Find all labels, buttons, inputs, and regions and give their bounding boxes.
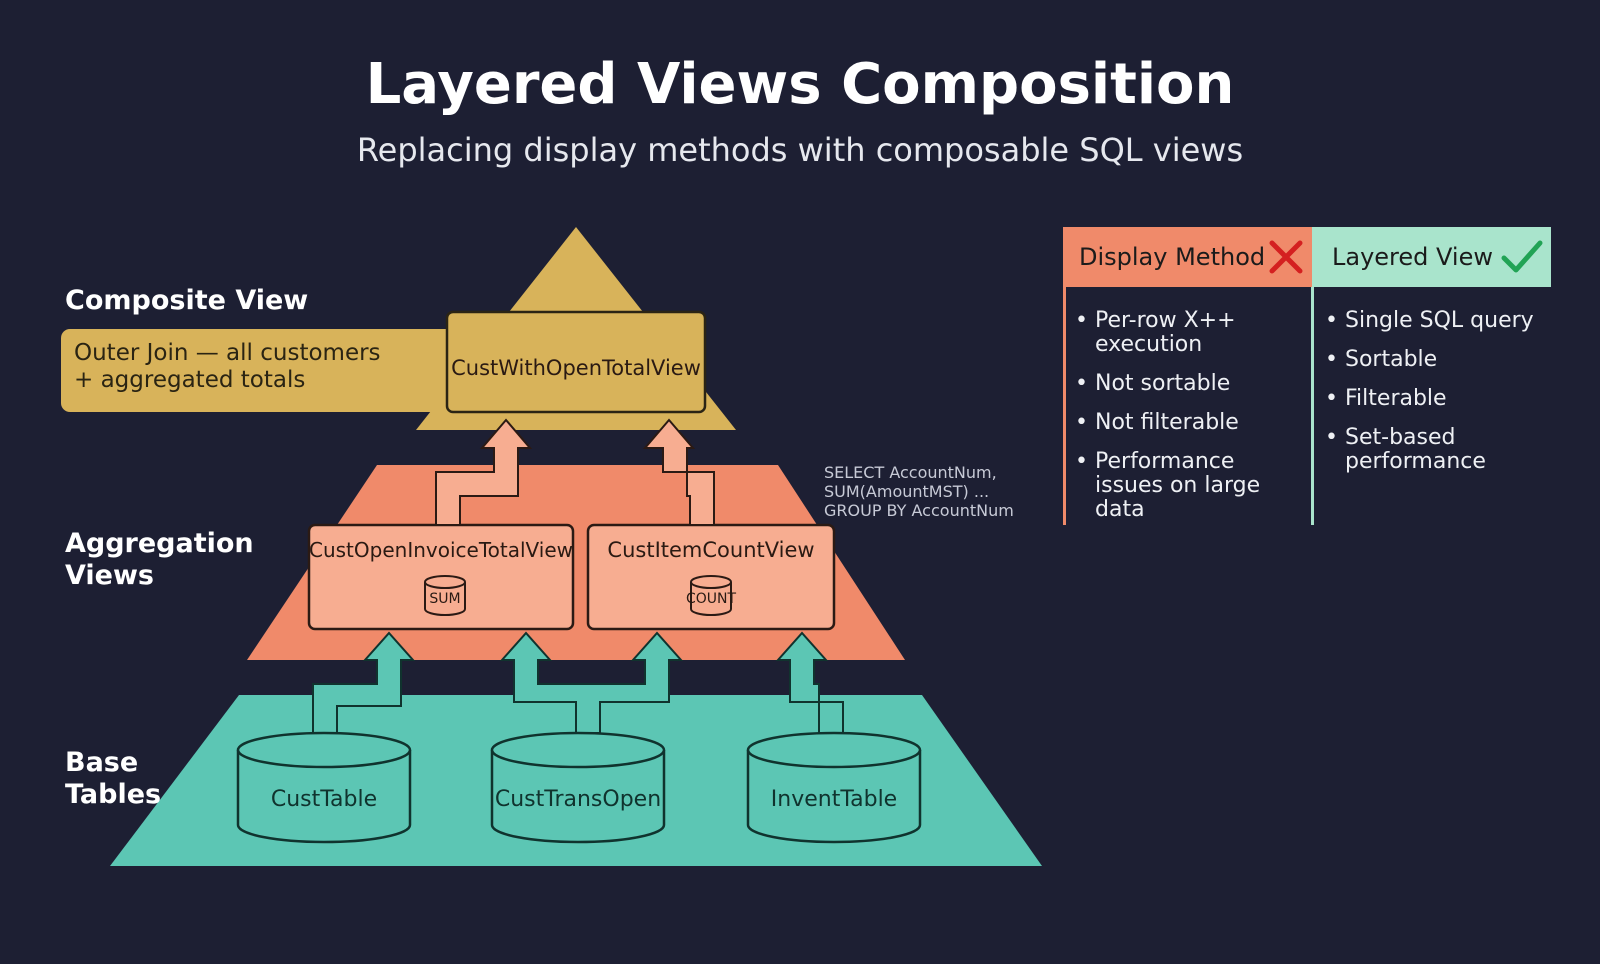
list-item: Single SQL query xyxy=(1325,309,1545,334)
level-label-aggregation: Aggregation Views xyxy=(65,528,254,592)
aggregation-view-label: CustItemCountView xyxy=(607,538,815,562)
composite-view-box xyxy=(445,310,707,414)
list-item: Not sortable xyxy=(1075,372,1300,397)
level-label-line: Views xyxy=(65,560,155,591)
flow-arrow xyxy=(312,631,844,734)
aggregate-function-label: COUNT xyxy=(685,591,737,607)
cross-icon xyxy=(1269,240,1303,274)
display-method-list: Per-row X++ execution Not sortable Not f… xyxy=(1075,309,1300,537)
layered-view-list: Single SQL query Sortable Filterable Set… xyxy=(1325,309,1545,489)
list-item: Performance issues on large data xyxy=(1075,450,1300,522)
layered-view-heading: Layered View xyxy=(1332,243,1493,271)
flow-arrow xyxy=(435,418,715,526)
display-method-heading: Display Method xyxy=(1079,243,1266,271)
display-method-header: Display Method xyxy=(1063,227,1312,287)
aggregation-view-label: CustOpenInvoiceTotalView xyxy=(309,538,573,562)
level-label-line: Aggregation xyxy=(65,528,254,559)
database-icon xyxy=(690,575,732,616)
composite-view-label: CustWithOpenTotalView xyxy=(451,356,701,380)
level-label-line: Base xyxy=(65,747,139,778)
column-rule xyxy=(1063,287,1066,525)
column-rule xyxy=(1311,287,1314,525)
database-icon xyxy=(490,731,666,844)
sql-line: SELECT AccountNum, xyxy=(824,463,997,482)
sql-snippet: SELECT AccountNum, SUM(AmountMST) ... GR… xyxy=(824,463,1014,520)
list-item: Sortable xyxy=(1325,348,1545,373)
layered-view-header: Layered View xyxy=(1312,227,1551,287)
note-line: + aggregated totals xyxy=(74,367,306,393)
check-icon xyxy=(1501,240,1543,273)
note-line: Outer Join — all customers xyxy=(74,340,381,366)
base-table-label: InventTable xyxy=(770,787,898,812)
composite-note-banner xyxy=(61,329,461,412)
aggregate-function-label: SUM xyxy=(429,591,461,607)
page-subtitle: Replacing display methods with composabl… xyxy=(356,131,1244,169)
database-icon xyxy=(746,731,922,844)
list-item: Filterable xyxy=(1325,387,1545,412)
page-title: Layered Views Composition xyxy=(365,52,1235,117)
base-table-label: CustTransOpen xyxy=(494,787,662,812)
level-label-base: Base Tables xyxy=(65,747,161,811)
sql-line: GROUP BY AccountNum xyxy=(824,501,1014,520)
sql-line: SUM(AmountMST) ... xyxy=(824,482,990,501)
list-item: Per-row X++ execution xyxy=(1075,309,1300,357)
level-label-composite: Composite View xyxy=(65,285,309,316)
list-item: Not filterable xyxy=(1075,411,1300,436)
list-item: Set-based performance xyxy=(1325,426,1545,474)
level-label-line: Tables xyxy=(65,779,162,810)
composite-note: Outer Join — all customers + aggregated … xyxy=(74,340,381,394)
database-icon xyxy=(424,575,466,616)
base-table-label: CustTable xyxy=(270,787,378,812)
database-icon xyxy=(236,731,412,844)
